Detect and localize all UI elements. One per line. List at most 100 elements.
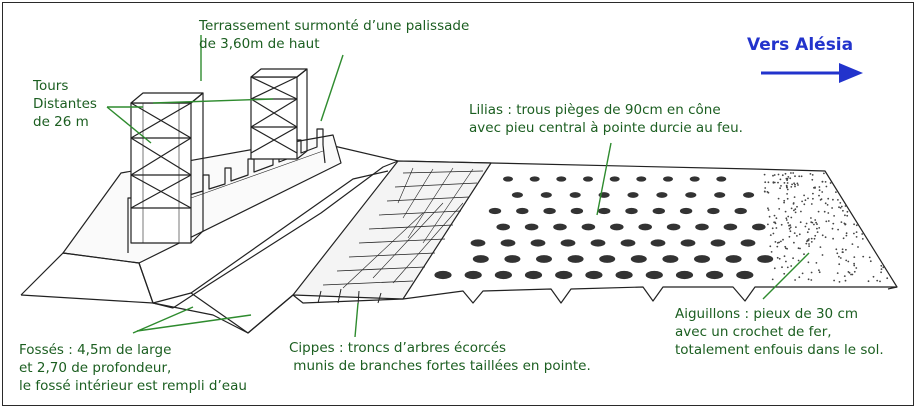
aiguillon-dot [772,174,774,177]
lilias-hole [609,176,620,182]
aiguillon-dot [857,246,859,248]
aiguillon-dot [793,232,796,235]
aiguillon-dot [794,211,797,214]
aiguillon-dot [844,214,846,217]
aiguillon-dot [767,181,770,184]
aiguillon-dot [846,210,849,213]
aiguillon-dot [851,243,854,246]
aiguillon-dot [872,275,875,278]
aiguillon-dot [783,272,786,275]
lilias-hole [581,223,596,231]
aiguillon-dot [797,259,800,262]
aiguillon-dot [786,197,789,200]
aiguillon-dot [876,279,879,282]
aiguillon-dot [832,198,834,201]
lilias-hole [680,239,696,247]
aiguillon-dot [827,212,830,214]
aiguillon-dot [837,228,839,231]
aiguillon-dot [816,223,818,226]
aiguillon-dot [807,261,810,264]
aiguillon-dot [793,209,795,212]
aiguillon-dot [798,276,801,279]
aiguillon-dot [851,273,854,276]
aiguillon-dot [764,190,766,193]
aiguillon-dot [793,241,795,244]
lilias-hole [620,239,636,247]
aiguillon-dot [818,194,820,197]
aiguillon-dot [823,172,825,175]
lilias-hole [675,270,694,280]
lilias-hole [472,255,489,263]
aiguillon-dot [795,226,797,229]
aiguillon-dot [783,201,785,204]
aiguillon-dot [853,264,856,267]
aiguillon-dot [777,181,779,184]
label-aiguillons-line-2: avec un crochet de fer, [675,324,832,340]
lilias-hole [740,239,756,247]
aiguillon-dot [853,256,856,258]
aiguillon-dot [879,280,881,283]
aiguillon-dot [804,225,807,228]
fortification-illustration [20,35,898,338]
aiguillon-dot [836,272,839,274]
aiguillon-dot [776,245,779,248]
aiguillon-dot [880,268,883,270]
label-tours-line-2: Distantes [33,96,97,112]
aiguillon-dot [789,177,792,180]
lilias-hole [625,207,638,215]
aiguillon-dot [847,271,850,273]
lilias-hole [662,255,679,263]
lilias-hole [757,255,774,263]
aiguillon-dot [850,273,852,276]
aiguillon-dot [808,243,810,245]
label-tours: Tours Distantes de 26 m [33,77,97,131]
rampart-earthwork [62,134,342,264]
aiguillon-dot [855,224,858,227]
aiguillon-dot [818,271,821,274]
aiguillon-dot [816,231,819,234]
aiguillon-dot [869,260,872,263]
aiguillon-dot [805,222,808,225]
aiguillon-dot [778,241,780,244]
lilias-hole [560,239,576,247]
aiguillon-dot [800,210,802,213]
label-aiguillons-line-1: Aiguillons : pieux de 30 cm [675,306,859,322]
aiguillon-dot [845,248,847,251]
lilias-hole [652,207,665,215]
aiguillon-dot [839,257,842,259]
aiguillon-dot [814,219,817,221]
label-aiguillons-line-3: totalement enfouis dans le sol. [675,342,884,358]
lilias-hole [536,255,552,263]
lilias-hole [695,223,709,231]
lilias-hole [503,176,513,182]
aiguillon-dot [831,227,834,230]
tower-2 [250,68,308,160]
aiguillon-dot [855,267,858,269]
aiguillon-dot [855,236,858,238]
aiguillon-dot [784,245,787,248]
aiguillon-dot [815,221,817,224]
aiguillon-dot [785,217,788,220]
lilias-hole [656,192,668,198]
aiguillon-dot [782,238,784,241]
pointer-fosses-1 [132,306,194,334]
aiguillon-dot [796,205,798,208]
lilias-hole [511,192,523,198]
aiguillon-dot [827,220,830,222]
aiguillon-dot [786,266,789,269]
aiguillon-dot [853,223,855,226]
lilias-hole [529,176,540,182]
aiguillon-dot [841,251,844,254]
tower-1 [130,92,204,244]
aiguillon-dot [785,177,788,180]
aiguillon-dot [838,255,840,258]
lilias-hole [530,239,546,247]
aiguillon-dot [816,227,818,230]
lilias-hole [706,270,724,280]
lilias-hole [504,255,521,263]
aiguillon-dot [786,188,789,191]
aiguillon-dot [809,173,812,175]
aiguillon-dot [780,185,782,187]
lilias-hole [470,239,486,247]
aiguillon-dot [801,272,804,275]
